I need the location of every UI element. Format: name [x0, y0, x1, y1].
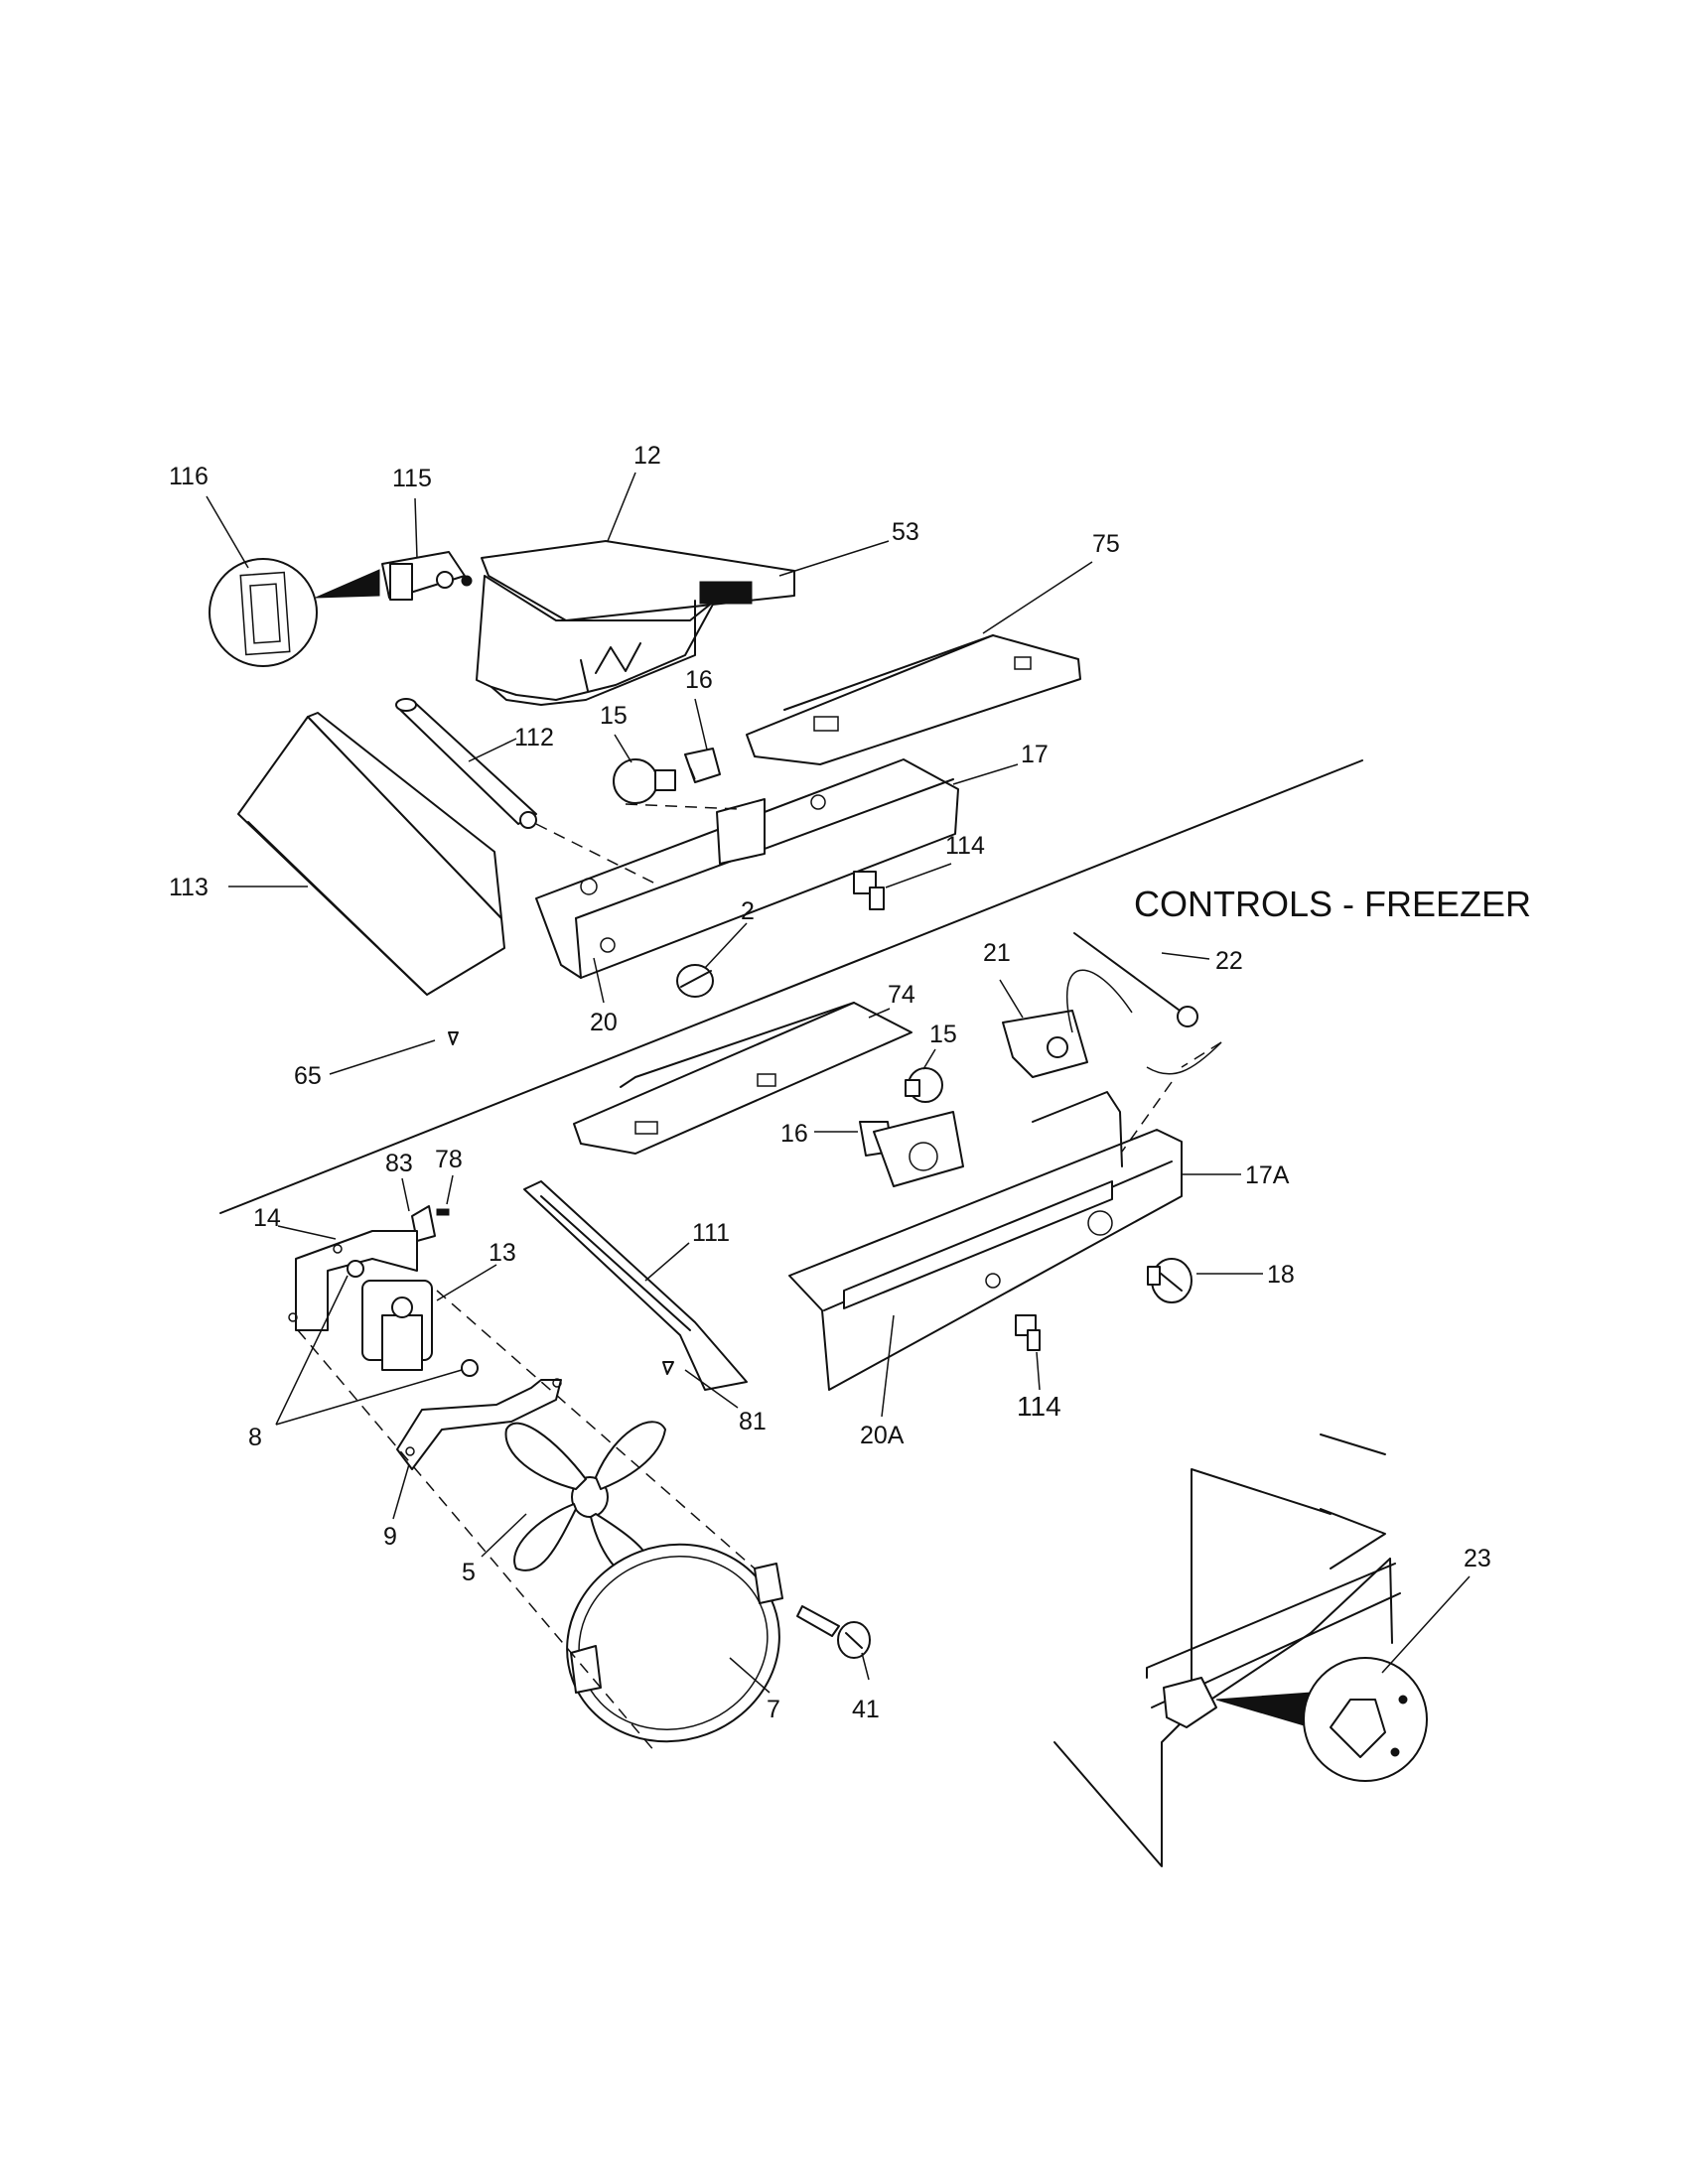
part-12-53-control-housing: [476, 540, 795, 706]
part-78-screw: [436, 1208, 450, 1216]
callout-labels: 116 115 12 53 75 16 15 112 17 113 114 2 …: [169, 442, 1491, 1723]
label-81: 81: [739, 1408, 767, 1435]
label-18: 18: [1267, 1261, 1295, 1289]
label-14: 14: [253, 1204, 281, 1232]
label-53: 53: [892, 518, 919, 546]
part-18-knob: [1147, 1258, 1193, 1303]
part-74-cover-plate: [573, 1002, 912, 1155]
label-65: 65: [294, 1062, 322, 1090]
label-83: 83: [385, 1150, 413, 1177]
part-114-knob-lower: [1015, 1314, 1041, 1351]
part-65-screw: [448, 1031, 459, 1045]
label-41: 41: [852, 1696, 880, 1723]
label-15-lower: 15: [929, 1021, 957, 1048]
label-113: 113: [169, 874, 209, 901]
label-75: 75: [1092, 530, 1120, 558]
part-9-bracket: [396, 1378, 562, 1470]
part-8-grommets: [347, 1260, 479, 1377]
label-111: 111: [692, 1219, 730, 1247]
assembly-dash-lines: [297, 753, 1222, 1753]
label-115: 115: [392, 465, 432, 492]
part-111-damper-arm: [523, 1180, 748, 1391]
label-16-upper: 16: [685, 666, 713, 694]
part-2-screw: [676, 964, 714, 998]
part-112-rod: [395, 698, 537, 829]
part-17A-control-bracket: [788, 1091, 1183, 1391]
label-2: 2: [741, 897, 755, 925]
part-116-gasket-detail: [209, 558, 380, 667]
part-15-bulb-lower: [905, 1067, 943, 1103]
label-17: 17: [1021, 741, 1049, 768]
label-15-upper: 15: [600, 702, 628, 730]
label-74: 74: [888, 981, 915, 1009]
label-114-lower: 114: [1017, 1391, 1061, 1422]
label-112: 112: [514, 724, 554, 751]
label-5: 5: [462, 1559, 476, 1586]
label-20A: 20A: [860, 1422, 905, 1449]
label-23: 23: [1464, 1545, 1491, 1572]
label-22: 22: [1215, 947, 1243, 975]
part-115-switch: [381, 551, 473, 601]
part-16-socket-upper: [684, 748, 721, 783]
section-divider: [219, 759, 1363, 1214]
label-114-upper: 114: [945, 832, 985, 860]
label-16-lower: 16: [780, 1120, 808, 1148]
label-7: 7: [767, 1696, 780, 1723]
part-81-screw: [662, 1361, 674, 1375]
part-14-motor-bracket: [288, 1230, 418, 1331]
label-78: 78: [435, 1146, 463, 1173]
part-15-bulb-upper: [613, 758, 676, 804]
part-13-fan-motor: [361, 1280, 433, 1371]
leader-lines: [206, 472, 1471, 1694]
diagram-title: CONTROLS - FREEZER: [1134, 884, 1531, 924]
label-13: 13: [489, 1239, 516, 1267]
label-20: 20: [590, 1009, 618, 1036]
part-17-control-bracket: [535, 758, 959, 979]
part-75-cover-plate: [746, 634, 1081, 765]
part-113-tray: [237, 712, 505, 996]
label-116: 116: [169, 463, 209, 490]
part-22-sensor-tube: [1066, 932, 1222, 1075]
part-114-knob-upper: [853, 871, 885, 910]
label-8: 8: [248, 1424, 262, 1451]
label-12: 12: [633, 442, 661, 470]
part-41-screw: [796, 1605, 871, 1659]
part-23-cabinet-detail: [1053, 1433, 1428, 1867]
label-17A: 17A: [1245, 1161, 1290, 1189]
label-9: 9: [383, 1523, 397, 1551]
part-7-fan-shroud: [566, 1543, 783, 1743]
label-21: 21: [983, 939, 1011, 967]
part-21-thermostat: [1002, 1010, 1088, 1078]
